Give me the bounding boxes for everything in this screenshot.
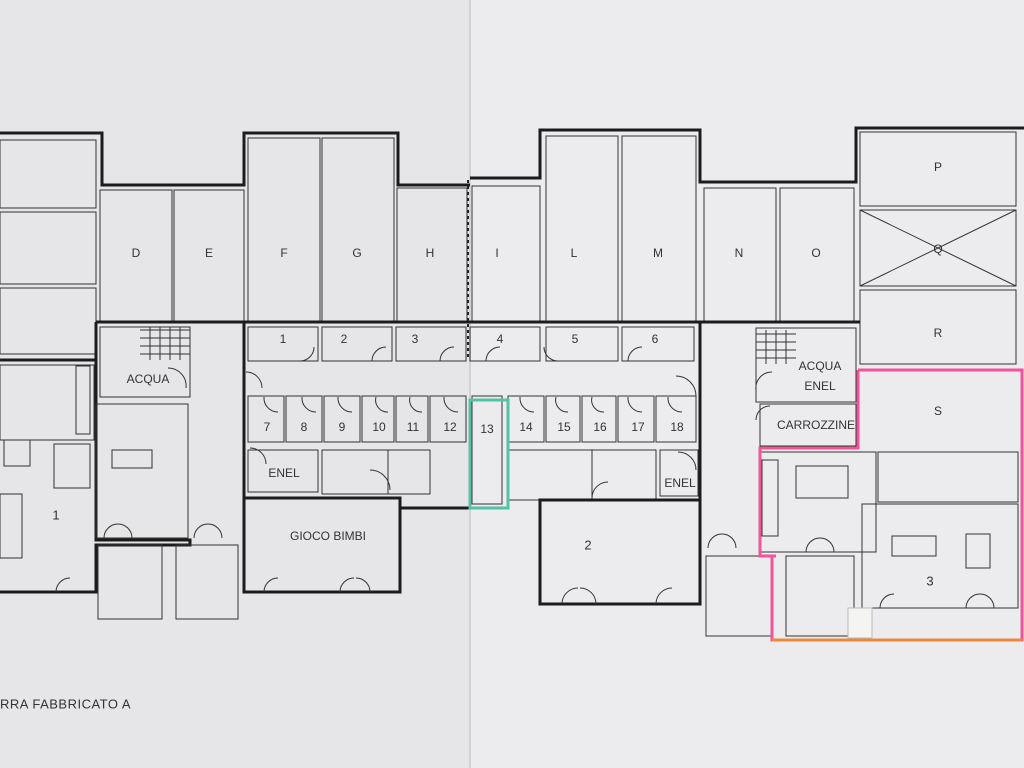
room-label-p: P — [934, 160, 942, 174]
cellar-label-o: O — [811, 246, 820, 260]
box-label-12: 12 — [443, 420, 457, 434]
paper-left-sheet — [0, 0, 470, 768]
box-label-14: 14 — [519, 420, 533, 434]
stairs-left — [140, 327, 190, 360]
cellar-label-d: D — [132, 246, 141, 260]
apartment-label-3: 3 — [926, 573, 933, 588]
cellar-label-f: F — [280, 246, 287, 260]
left-wing — [0, 131, 470, 620]
plan-title: RRA FABBRICATO A — [0, 696, 131, 711]
box-label-2: 2 — [341, 332, 348, 346]
cellar-label-m: M — [653, 246, 663, 260]
box-label-9: 9 — [339, 420, 346, 434]
room-label-gioco-bimbi: GIOCO BIMBI — [290, 529, 366, 543]
box-label-13: 13 — [480, 422, 494, 436]
room-label-carrozzine: CARROZZINE — [777, 418, 855, 432]
cellar-label-l: L — [571, 246, 578, 260]
apartment-label-2: 2 — [584, 537, 591, 552]
box-label-3: 3 — [412, 332, 419, 346]
paper-right-sheet — [470, 0, 1024, 768]
cellar-label-n: N — [735, 246, 744, 260]
room-label-s: S — [934, 404, 942, 418]
room-label-r: R — [934, 326, 943, 340]
tape-patch — [847, 607, 873, 639]
box-label-5: 5 — [572, 332, 579, 346]
cellar-label-i: I — [495, 246, 498, 260]
box-label-4: 4 — [497, 332, 504, 346]
cellar-label-h: H — [426, 246, 435, 260]
room-label-enel-right-top: ENEL — [804, 379, 836, 393]
room-label-enel-right: ENEL — [664, 476, 696, 490]
stairs-right — [756, 330, 796, 364]
box-label-1: 1 — [280, 332, 287, 346]
box-label-6: 6 — [652, 332, 659, 346]
box-label-11: 11 — [407, 420, 420, 434]
room-label-q: Q — [933, 242, 942, 256]
room-label-enel-left: ENEL — [268, 466, 300, 480]
box-label-17: 17 — [631, 420, 645, 434]
highlight-box-13 — [468, 398, 510, 510]
cellar-label-e: E — [205, 246, 213, 260]
cellar-label-g: G — [352, 246, 361, 260]
box-label-8: 8 — [301, 420, 308, 434]
box-label-7: 7 — [264, 420, 271, 434]
apartment-label-1: 1 — [52, 507, 59, 522]
box-label-15: 15 — [557, 420, 571, 434]
room-label-acqua-left: ACQUA — [127, 372, 170, 386]
box-label-16: 16 — [593, 420, 607, 434]
box-label-18: 18 — [670, 420, 684, 434]
box-label-10: 10 — [372, 420, 386, 434]
room-label-acqua-right: ACQUA — [799, 359, 842, 373]
